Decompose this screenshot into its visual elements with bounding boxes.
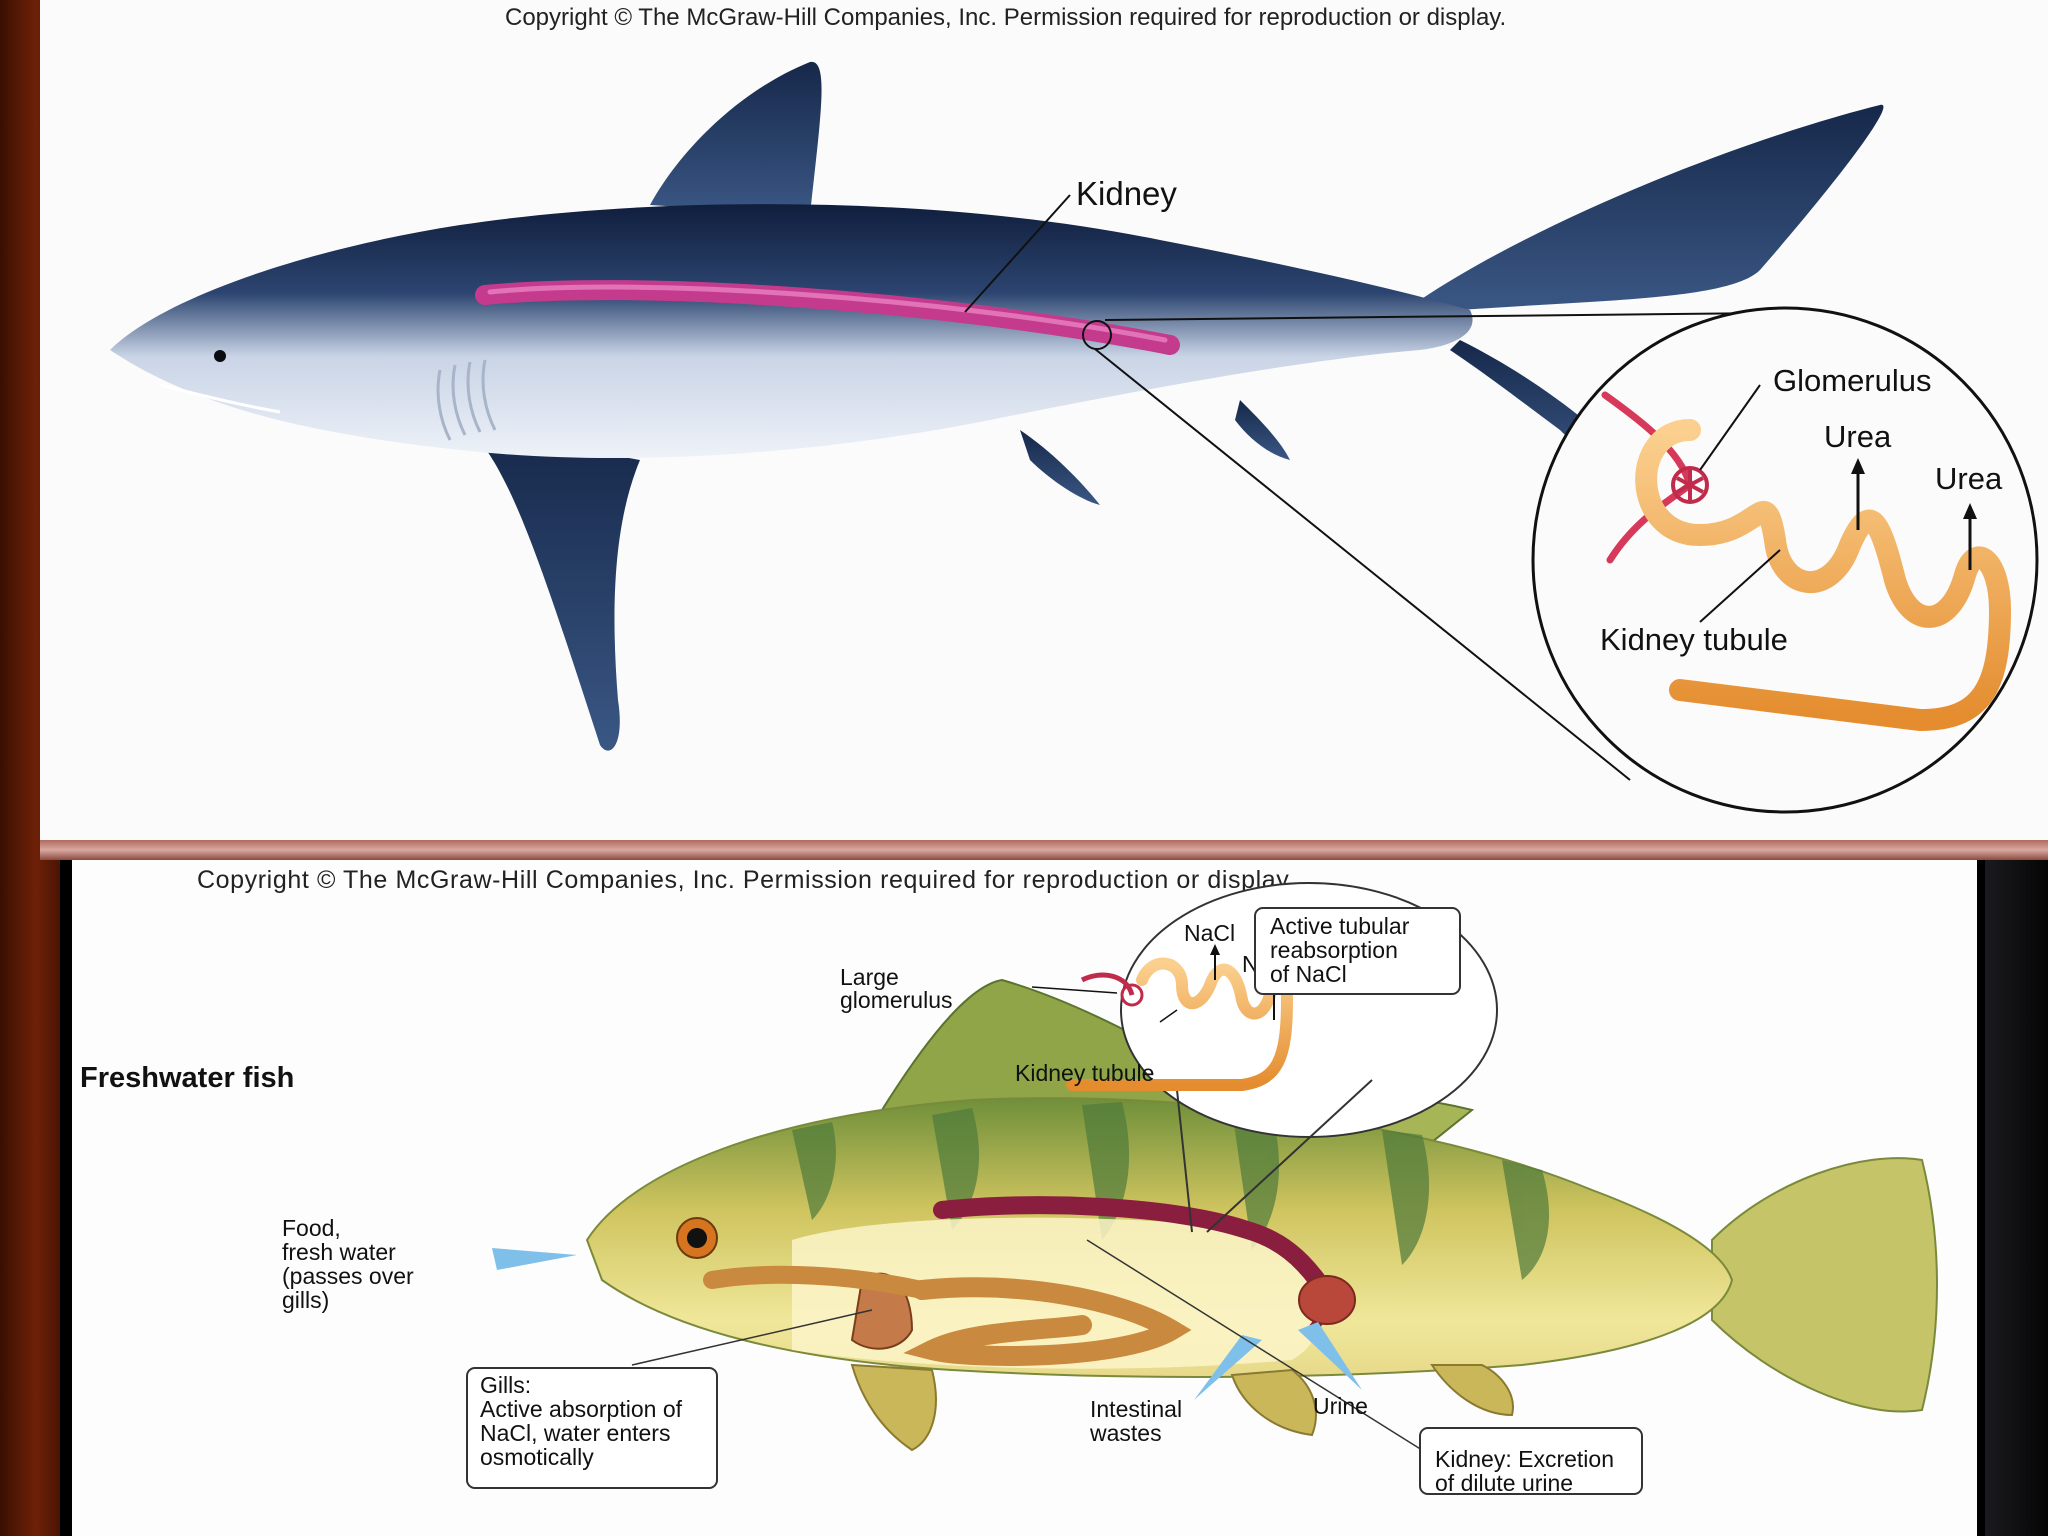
urine-label: Urine: [1313, 1393, 1368, 1419]
shark-gill-slits: [436, 359, 497, 441]
panel-separator: [40, 840, 2048, 860]
glomerulus-label: Glomerulus: [1773, 363, 1932, 398]
shark-body: [110, 204, 1473, 459]
shark-dorsal-fin: [650, 61, 822, 215]
intestinal-wastes-line2: wastes: [1089, 1420, 1162, 1446]
fish-intestine: [903, 1277, 1192, 1366]
active-tubular-line3: of NaCl: [1270, 961, 1347, 987]
freshwater-fish-diagram: Freshwater fish: [80, 882, 1938, 1496]
glomerulus: [1120, 983, 1144, 1007]
kidney-tubule-label: Kidney tubule: [1600, 622, 1788, 657]
shark-diagram: Kidney Glomerulus Urea Urea Kidney tubul…: [110, 61, 2039, 814]
gills-line2: Active absorption of: [480, 1396, 683, 1422]
gills-line1: Gills:: [480, 1372, 531, 1398]
food-label-line3: (passes over: [282, 1263, 414, 1289]
shark-eye: [214, 350, 226, 362]
gills-box: [466, 1367, 718, 1489]
food-label-line4: gills): [282, 1287, 329, 1313]
food-label-line1: Food,: [282, 1215, 341, 1241]
urine-arrow: [1298, 1322, 1362, 1390]
shark-figure-panel: Copyright © The McGraw-Hill Companies, I…: [40, 0, 2048, 840]
kidney-excretion-line2: of dilute urine: [1435, 1470, 1573, 1496]
panel-title: Freshwater fish: [80, 1062, 294, 1094]
fish-kidney: [933, 1196, 1326, 1289]
kidney-tubule: [1635, 419, 2011, 731]
large-glomerulus-label-line1: Large: [840, 964, 899, 990]
shark-pectoral-fin: [470, 430, 640, 751]
kidney-excretion-box: [1419, 1427, 1643, 1495]
zoom-source-circle: [1082, 320, 1112, 350]
active-tubular-box: [1254, 907, 1461, 995]
food-water-arrow: [492, 1248, 577, 1270]
large-glomerulus-label-line2: glomerulus: [840, 987, 953, 1013]
kidney-tubule: [1066, 957, 1293, 1091]
urea-label-1: Urea: [1824, 419, 1892, 454]
copyright-notice: Copyright © The McGraw-Hill Companies, I…: [197, 866, 1296, 894]
gills-line4: osmotically: [480, 1444, 594, 1470]
active-tubular-line1: Active tubular: [1270, 913, 1410, 939]
kidney-excretion-line1: Kidney: Excretion: [1435, 1446, 1614, 1472]
food-label-line2: fresh water: [282, 1239, 396, 1265]
glomerulus: [1671, 466, 1709, 504]
nacl-label-1: NaCl: [1184, 920, 1235, 946]
shark-tail: [1420, 104, 1884, 310]
freshwater-fish-panel: Copyright © The McGraw-Hill Companies, I…: [72, 860, 1977, 1536]
intestinal-wastes-line1: Intestinal: [1090, 1396, 1182, 1422]
shark-kidney: [475, 280, 1180, 355]
intestinal-waste-arrow: [1194, 1335, 1262, 1400]
gills-line3: NaCl, water enters: [480, 1420, 670, 1446]
copyright-notice: Copyright © The McGraw-Hill Companies, I…: [505, 4, 1507, 31]
slide-background-right: [1985, 840, 2048, 1536]
fish-tail: [1711, 1157, 1938, 1413]
kidney-tubule-label: Kidney tubule: [1015, 1060, 1154, 1086]
urea-label-2: Urea: [1935, 461, 2003, 496]
kidney-label: Kidney: [1076, 175, 1177, 212]
active-tubular-line2: reabsorption: [1270, 937, 1398, 963]
